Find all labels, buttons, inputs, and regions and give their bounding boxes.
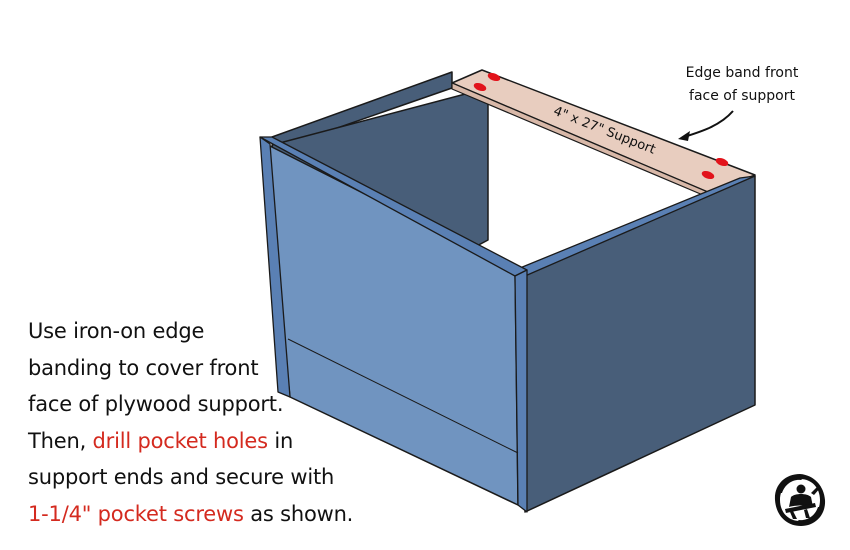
- front-panel-right-edge: [514, 269, 528, 513]
- edge-band-callout: Edge band front face of support: [672, 62, 812, 108]
- instruction-line: face of plywood support.: [28, 392, 284, 416]
- pocket-hole: [473, 82, 487, 92]
- front-panel-left-edge: [259, 136, 291, 398]
- callout-line-2: face of support: [689, 88, 795, 104]
- instruction-text-part: as shown.: [243, 501, 354, 526]
- instruction-line: banding to cover front: [28, 355, 259, 380]
- instruction-line: 1-1/4" pocket screws as shown.: [28, 496, 358, 533]
- pocket-screws-highlight: 1-1/4" pocket screws: [28, 501, 244, 526]
- pocket-hole: [487, 72, 501, 82]
- woodworker-emblem-icon: [774, 474, 826, 526]
- callout-line-1: Edge band front: [685, 65, 799, 81]
- pocket-hole: [701, 170, 715, 180]
- instruction-line: Use iron-on edge: [28, 319, 205, 343]
- instruction-line: support ends and secure with: [28, 465, 335, 489]
- instruction-text: Use iron-on edge banding to cover front …: [28, 313, 358, 532]
- instruction-text-part: Then,: [28, 428, 93, 453]
- instruction-text-part: in: [267, 428, 294, 453]
- instruction-line: Then, drill pocket holes in: [28, 423, 358, 460]
- pocket-hole: [715, 157, 729, 167]
- callout-arrowhead: [678, 131, 690, 141]
- drill-pocket-holes-highlight: drill pocket holes: [92, 428, 269, 453]
- front-panel-bottom-line: [287, 338, 519, 454]
- callout-arrow: [683, 110, 734, 138]
